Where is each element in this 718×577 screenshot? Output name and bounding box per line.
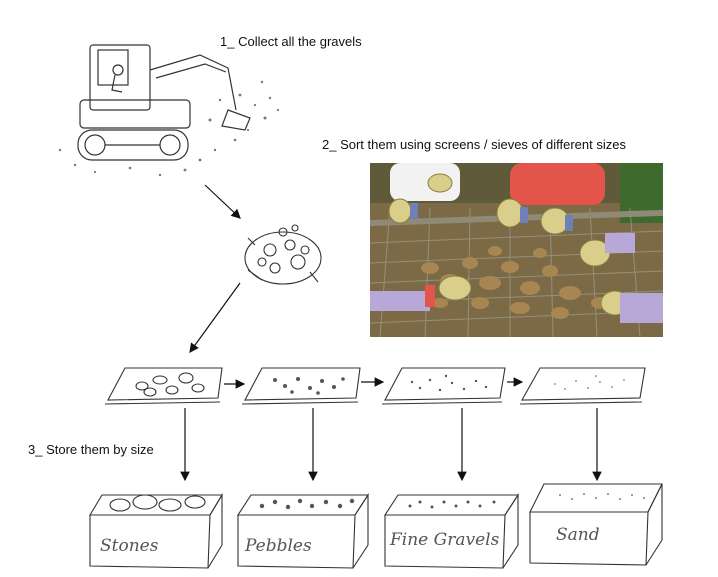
excavator-icon bbox=[77, 44, 251, 161]
bin-icon bbox=[529, 483, 663, 566]
bin-label-pebbles: Pebbles bbox=[244, 536, 312, 556]
step-3-label: 3_ Store them by size bbox=[28, 442, 154, 457]
bin-icon bbox=[89, 493, 223, 569]
bin-label-fine-gravels: Fine Gravels bbox=[389, 530, 500, 550]
step-1-label: 1_ Collect all the gravels bbox=[220, 34, 362, 49]
step-2-label: 2_ Sort them using screens / sieves of d… bbox=[322, 137, 626, 152]
bin-label-sand: Sand bbox=[556, 525, 600, 545]
gravel-pile-icon bbox=[244, 224, 322, 285]
sieve-icon bbox=[519, 367, 646, 405]
bin-icon bbox=[383, 493, 520, 569]
arrow-icon bbox=[189, 282, 241, 353]
sieve-icon bbox=[381, 367, 506, 405]
arrow-icon bbox=[204, 184, 241, 219]
bin-icon bbox=[236, 493, 370, 569]
sieving-photo bbox=[370, 163, 663, 337]
soil-speckles bbox=[58, 80, 280, 177]
sieve-icon bbox=[241, 367, 361, 405]
bin-label-stones: Stones bbox=[100, 536, 159, 556]
sieve-icon bbox=[104, 367, 223, 405]
